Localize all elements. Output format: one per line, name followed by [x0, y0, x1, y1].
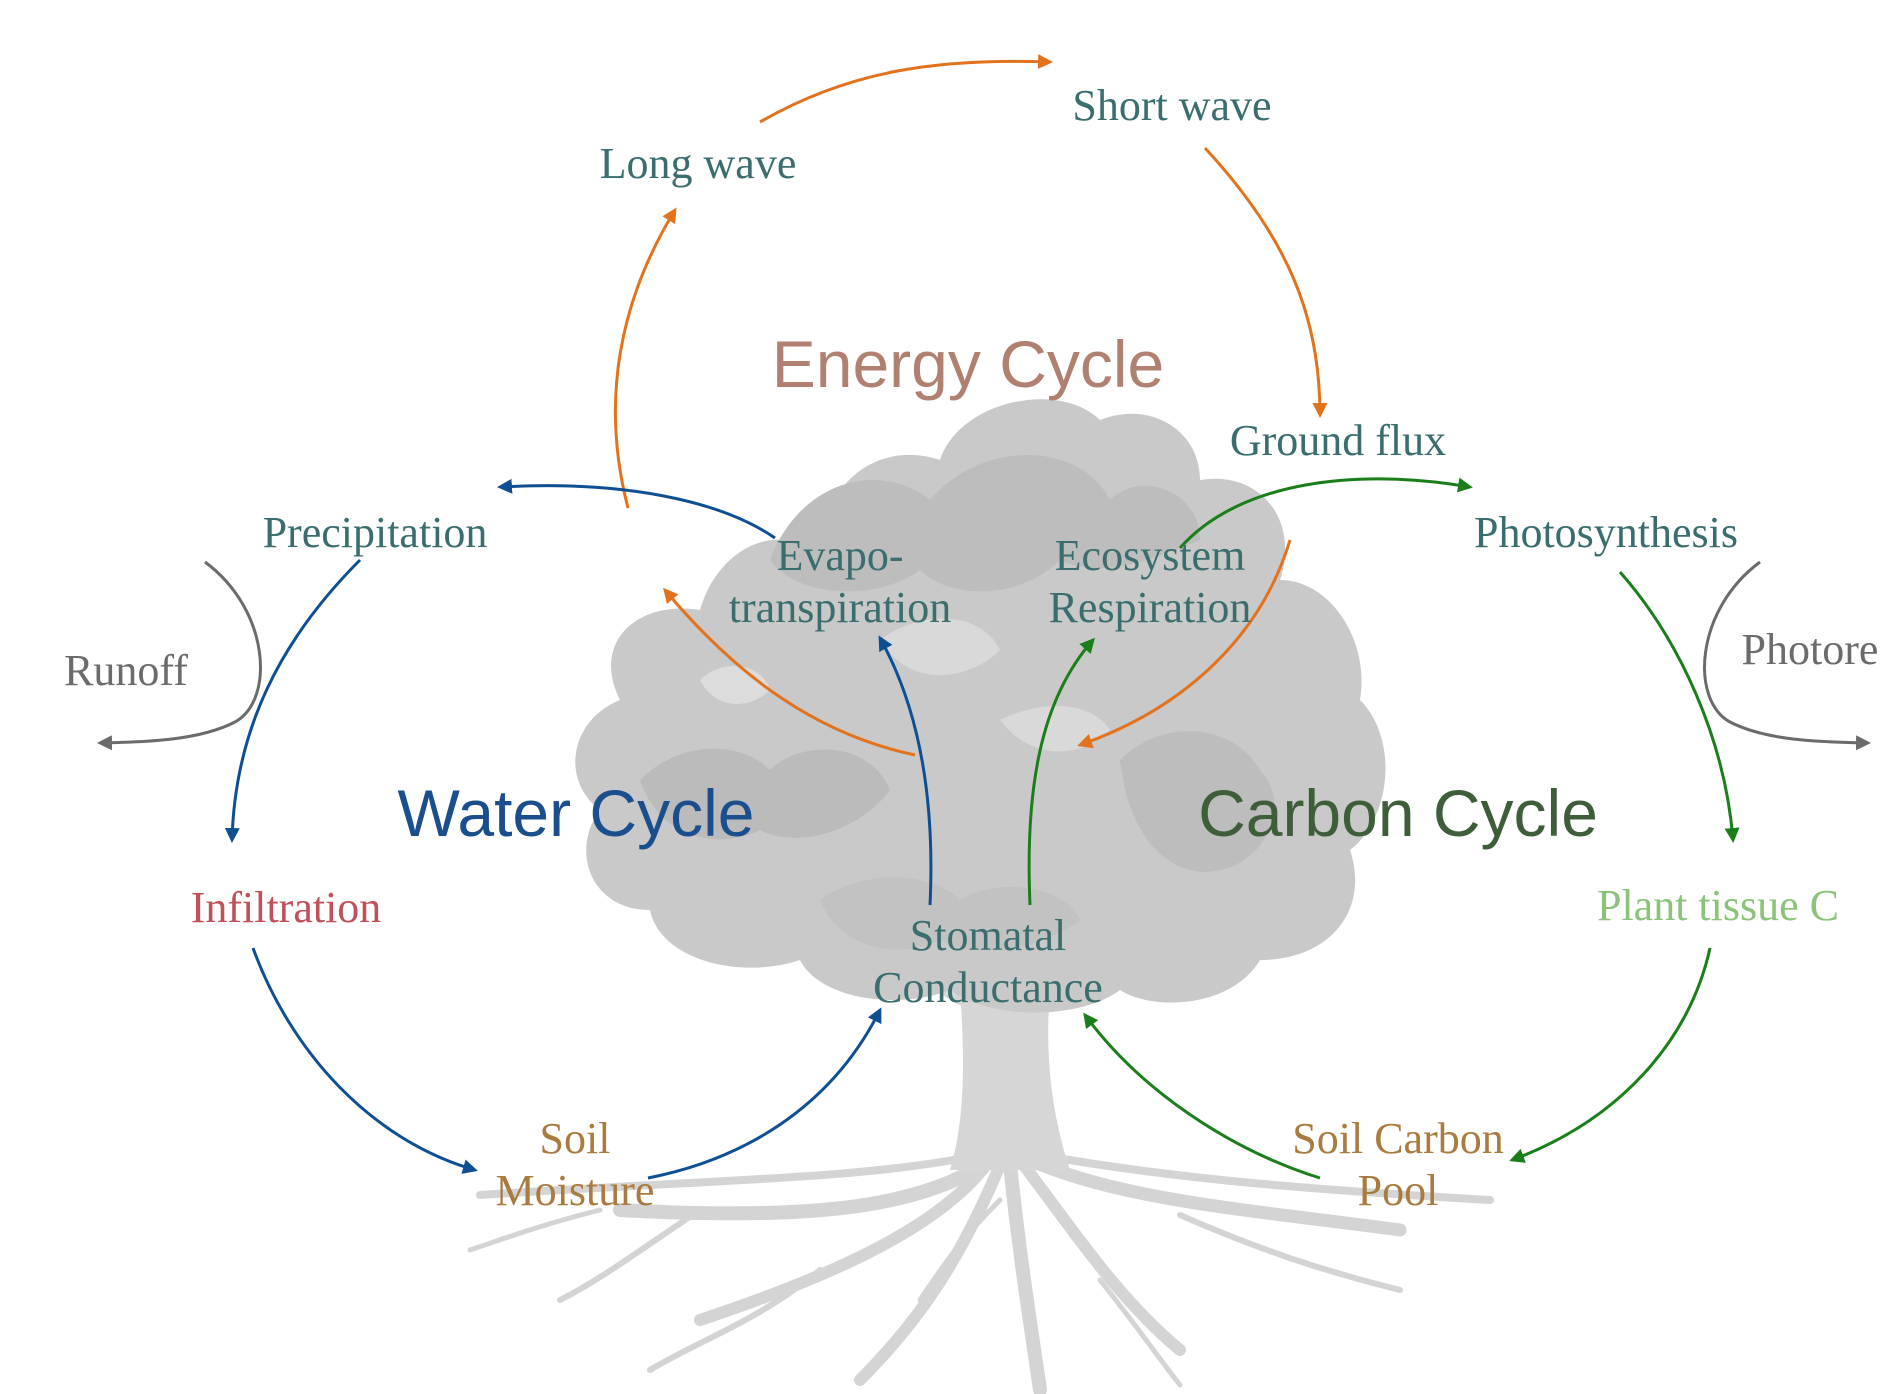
arrow-soilmoisture-to-stomatal — [647, 1007, 882, 1180]
ground-flux-label: Ground flux — [1229, 416, 1447, 465]
arrow-evapotranspiration-to-precipitation — [497, 478, 776, 540]
stomatal-conductance-line-2: Conductance — [873, 963, 1103, 1012]
arrow-runoff — [97, 560, 262, 751]
arrow-precipitation-to-infiltration — [224, 558, 362, 843]
arrow-infiltration-to-soilmoisture — [251, 947, 478, 1174]
arrow-longwave-to-shortwave — [759, 54, 1053, 124]
soil-moisture-label: Soil Moisture — [496, 1113, 655, 1217]
arrow-stomatal-to-evapotranspiration — [663, 587, 916, 757]
infiltration-label: Infiltration — [190, 883, 382, 932]
arrow-groundflux-to-stomatal — [1077, 539, 1292, 749]
runoff-label: Runoff — [64, 646, 188, 695]
arrow-photosynthesis-to-planttissue — [1618, 571, 1740, 843]
photorespiration-label: Photore — [1741, 625, 1879, 674]
evapotranspiration-line-1: Evapo- — [776, 531, 904, 580]
soil-moisture-line-2: Moisture — [495, 1166, 655, 1215]
soil-moisture-line-1: Soil — [539, 1114, 611, 1163]
energy-cycle-title: Energy Cycle — [771, 327, 1165, 401]
evapotranspiration-label: Evapo- transpiration — [729, 530, 951, 634]
precipitation-label: Precipitation — [262, 508, 488, 557]
tree-roots — [467, 1151, 1494, 1394]
soil-carbon-pool-label: Soil Carbon Pool — [1292, 1113, 1503, 1217]
evapotranspiration-line-2: transpiration — [728, 583, 952, 632]
short-wave-label: Short wave — [1072, 81, 1272, 130]
photosynthesis-label: Photosynthesis — [1473, 508, 1739, 557]
arrow-photorespiration — [1703, 560, 1871, 751]
ecosystem-respiration-label: Ecosystem Respiration — [1049, 530, 1252, 634]
arrow-evapotranspiration-to-longwave — [613, 207, 677, 509]
arrow-shortwave-to-groundflux — [1203, 146, 1328, 418]
ecosystem-respiration-line-2: Respiration — [1048, 583, 1252, 632]
stomatal-conductance-line-1: Stomatal — [909, 911, 1067, 960]
soil-carbon-pool-line-1: Soil Carbon — [1292, 1114, 1504, 1163]
arrow-soilcarbon-to-stomatal — [1083, 1012, 1321, 1180]
arrow-ecosystemrespiration-to-photosynthesis — [1178, 477, 1473, 549]
water-cycle-title: Water Cycle — [397, 776, 755, 850]
long-wave-label: Long wave — [599, 139, 797, 188]
plant-tissue-c-label: Plant tissue C — [1596, 881, 1840, 930]
ecosystem-respiration-line-1: Ecosystem — [1054, 531, 1246, 580]
arrow-stomatal-to-evapotranspiration-water — [878, 635, 933, 906]
tree-canopy — [575, 399, 1386, 1013]
soil-carbon-pool-line-2: Pool — [1357, 1166, 1439, 1215]
stomatal-conductance-label: Stomatal Conductance — [873, 910, 1103, 1014]
arrow-planttissue-to-soilcarbon — [1509, 947, 1712, 1163]
carbon-cycle-title: Carbon Cycle — [1198, 776, 1598, 850]
arrow-stomatal-to-ecosystemrespiration — [1027, 637, 1095, 906]
